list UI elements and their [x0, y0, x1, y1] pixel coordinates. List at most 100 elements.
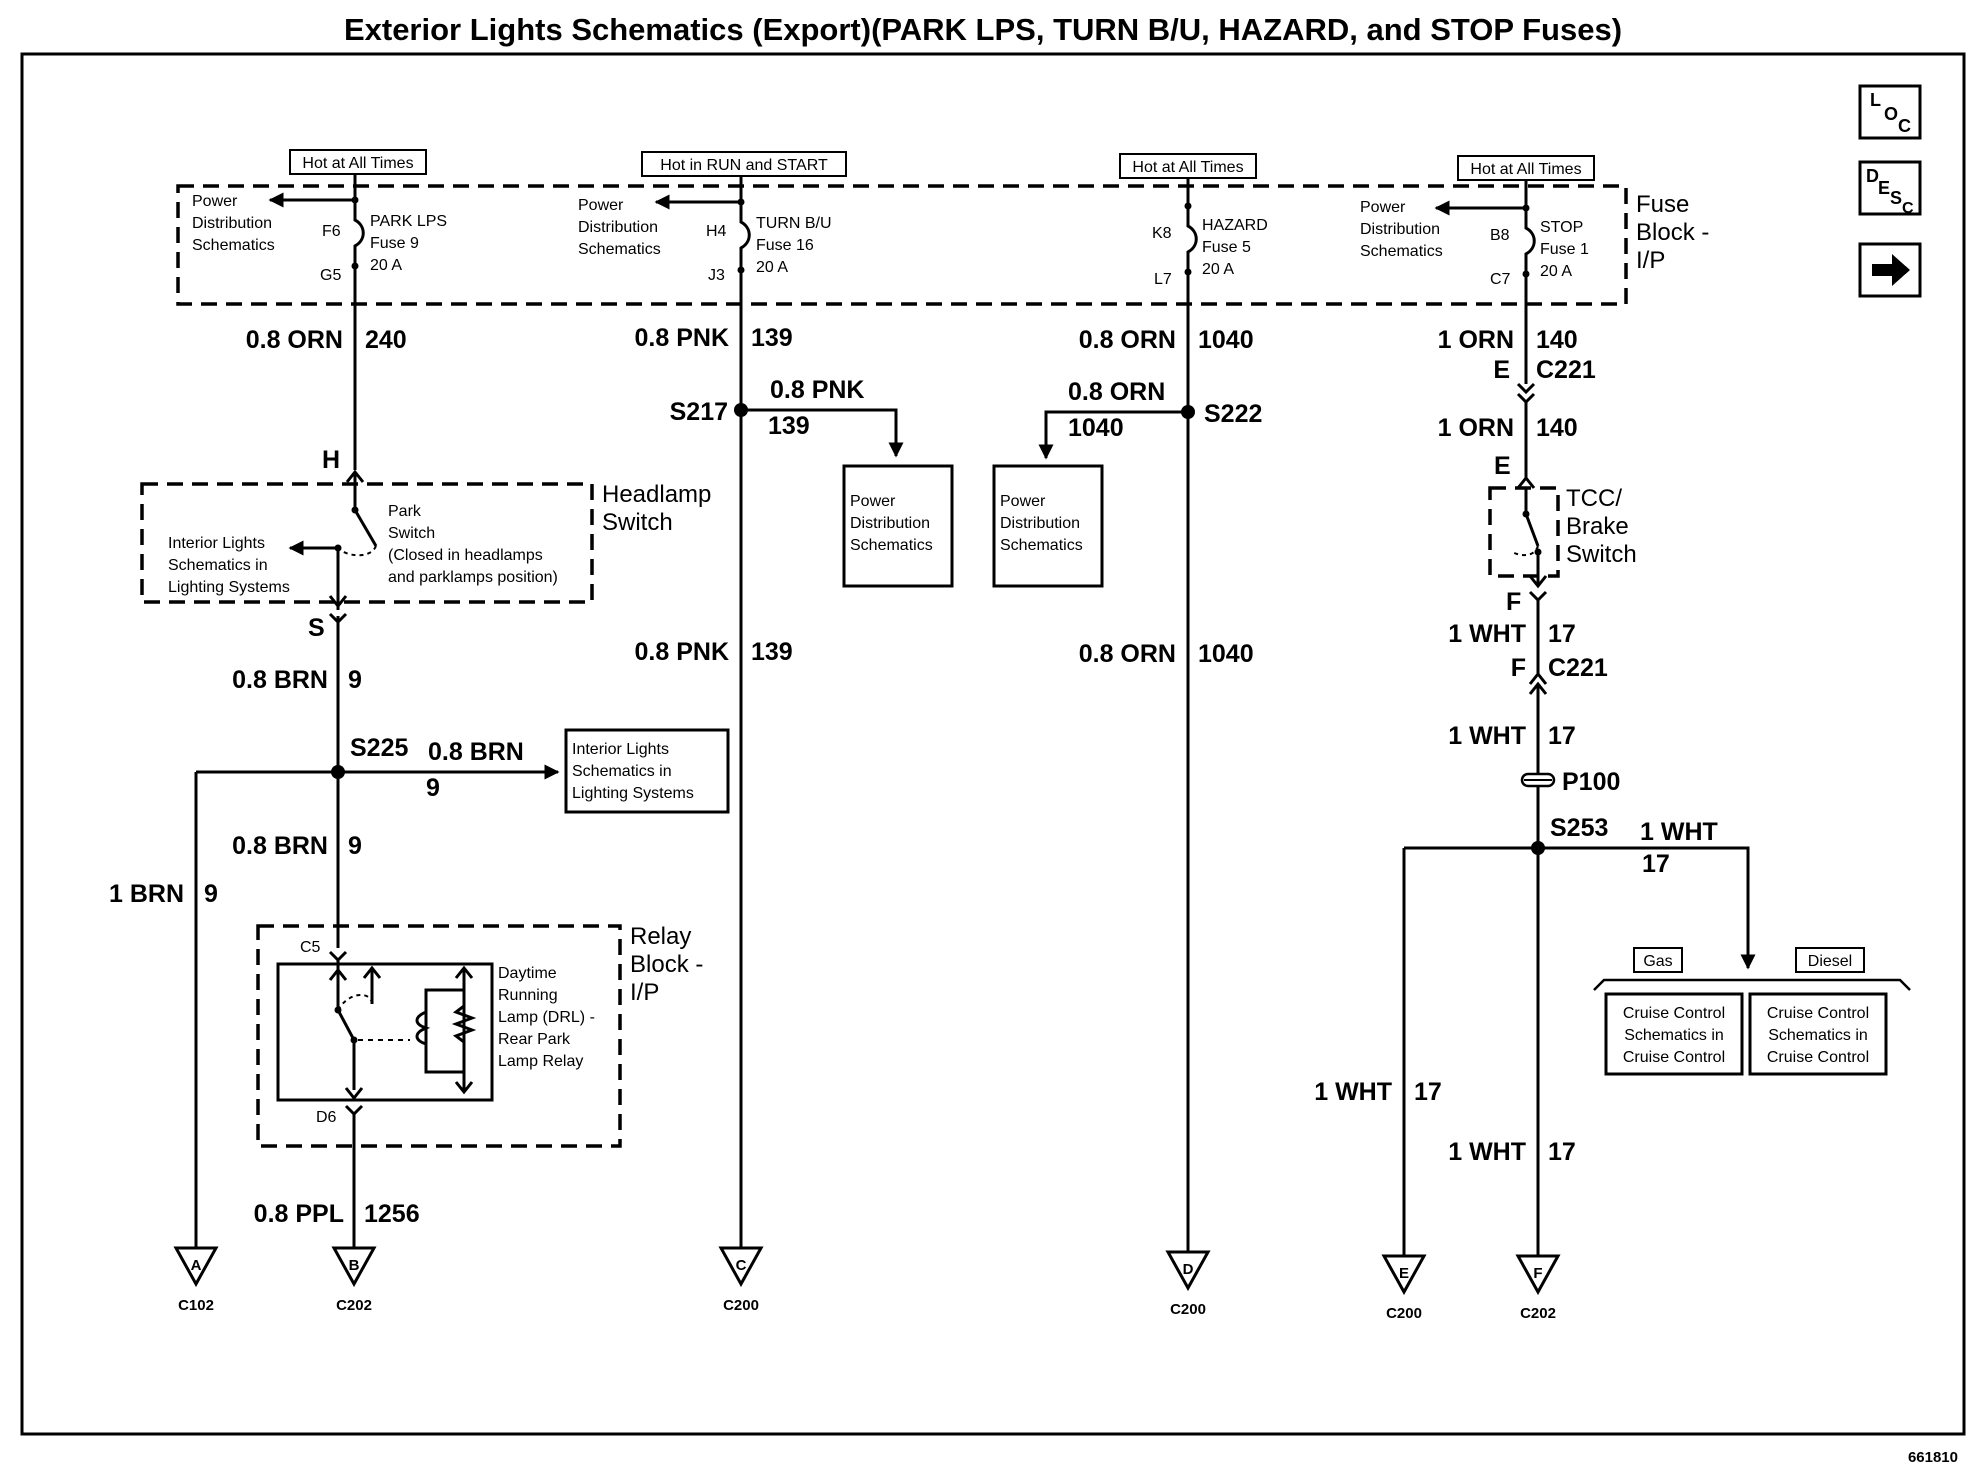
svg-text:Gas: Gas [1643, 953, 1672, 970]
svg-text:STOP: STOP [1540, 219, 1583, 236]
offpage-connector-id: C202 [1520, 1305, 1556, 1322]
svg-text:L: L [1870, 90, 1881, 110]
svg-text:Hot at All Times: Hot at All Times [302, 155, 413, 172]
svg-text:20 A: 20 A [1202, 261, 1234, 278]
diagram-frame [20, 52, 1966, 1436]
svg-text:TURN B/U: TURN B/U [756, 215, 832, 232]
offpage-connector-b[interactable]: B C202 [331, 1246, 377, 1314]
pin-d6: D6 [316, 1109, 337, 1126]
svg-text:1 WHT: 1 WHT [1448, 1138, 1526, 1166]
svg-text:Block -: Block - [630, 951, 703, 978]
svg-text:Cruise Control: Cruise Control [1767, 1005, 1869, 1022]
svg-text:HAZARD: HAZARD [1202, 217, 1268, 234]
svg-text:Schematics: Schematics [850, 537, 933, 554]
diesel-label: Diesel [1795, 947, 1865, 973]
offpage-letter: B [349, 1257, 360, 1274]
svg-text:C: C [1902, 200, 1914, 217]
svg-text:Fuse 9: Fuse 9 [370, 235, 419, 252]
loc-button[interactable]: L O C [1858, 84, 1922, 140]
svg-text:Power: Power [1360, 199, 1406, 216]
svg-text:O: O [1884, 104, 1898, 124]
next-page-button[interactable] [1858, 242, 1922, 298]
svg-text:F: F [1506, 588, 1521, 616]
p100-connector: P100 [1520, 768, 1620, 796]
svg-text:20 A: 20 A [1540, 263, 1572, 280]
tcc-brake-switch-label: TCC/ [1566, 485, 1622, 512]
svg-text:E: E [1494, 452, 1511, 480]
svg-text:E: E [1493, 356, 1510, 384]
svg-text:C7: C7 [1490, 271, 1511, 288]
svg-text:9: 9 [426, 774, 440, 802]
headlamp-switch-label: Headlamp [602, 481, 711, 508]
hot-label-stop: Hot at All Times [1457, 155, 1595, 181]
svg-text:140: 140 [1536, 326, 1578, 354]
svg-text:139: 139 [751, 324, 793, 352]
svg-text:F6: F6 [322, 223, 341, 240]
wire-label-139: 0.8 PNK [635, 324, 729, 352]
svg-text:1 WHT: 1 WHT [1314, 1078, 1392, 1106]
wire-label-9b: 1 BRN [109, 880, 184, 908]
wire-label-240: 0.8 ORN [246, 326, 343, 354]
svg-text:139: 139 [768, 412, 810, 440]
svg-text:K8: K8 [1152, 225, 1172, 242]
svg-text:Switch: Switch [388, 525, 435, 542]
gas-label: Gas [1633, 947, 1683, 973]
fuse-block-label: Fuse [1636, 191, 1689, 218]
hot-label-turn: Hot in RUN and START [641, 151, 847, 177]
svg-text:I/P: I/P [630, 979, 659, 1006]
fuse-stop: Power Distribution Schematics B8 C7 STOP… [1360, 199, 1589, 288]
fuse-hazard: K8 L7 HAZARD Fuse 5 20 A [1152, 202, 1268, 288]
svg-text:1040: 1040 [1068, 414, 1124, 442]
svg-text:Power: Power [1000, 493, 1046, 510]
svg-text:17: 17 [1548, 722, 1576, 750]
svg-text:Schematics: Schematics [192, 237, 275, 254]
svg-text:9: 9 [204, 880, 218, 908]
svg-text:I/P: I/P [1636, 247, 1665, 274]
svg-text:17: 17 [1548, 620, 1576, 648]
connector-c221-top: C221 [1536, 356, 1596, 384]
pds-box-hazard[interactable]: Power Distribution Schematics [992, 464, 1104, 588]
svg-text:1256: 1256 [364, 1200, 420, 1228]
svg-text:Interior Lights: Interior Lights [168, 535, 265, 552]
cruise-control-box-gas[interactable]: Cruise Control Schematics in Cruise Cont… [1604, 992, 1744, 1076]
offpage-connector-id: C202 [336, 1297, 372, 1314]
svg-text:1 ORN: 1 ORN [1438, 414, 1514, 442]
fuse-block-outline [176, 184, 1628, 306]
svg-text:0.8 BRN: 0.8 BRN [232, 832, 328, 860]
arrow-right-icon [1872, 254, 1910, 286]
pin-s: S [308, 614, 325, 642]
svg-text:Diesel: Diesel [1808, 953, 1852, 970]
svg-text:S217: S217 [670, 398, 728, 426]
offpage-letter: E [1399, 1265, 1409, 1282]
hot-label-hazard: Hot at All Times [1119, 153, 1257, 179]
svg-text:0.8 BRN: 0.8 BRN [428, 738, 524, 766]
interior-lights-box[interactable]: Interior Lights Schematics in Lighting S… [564, 728, 730, 814]
svg-text:S225: S225 [350, 734, 408, 762]
desc-button[interactable]: D E S C [1858, 160, 1922, 217]
svg-text:0.8 ORN: 0.8 ORN [1068, 378, 1165, 406]
svg-text:1 WHT: 1 WHT [1640, 818, 1718, 846]
svg-text:S222: S222 [1204, 400, 1262, 428]
hot-label-park: Hot at All Times [289, 149, 427, 175]
drl-relay [276, 962, 494, 1102]
svg-text:140: 140 [1536, 414, 1578, 442]
pds-box-turn[interactable]: Power Distribution Schematics [842, 464, 954, 588]
offpage-connector-e[interactable]: E C200 [1381, 1254, 1427, 1322]
svg-text:Switch: Switch [1566, 541, 1637, 568]
offpage-connector-id: C200 [1386, 1305, 1422, 1322]
fuse-turn: Power Distribution Schematics H4 J3 TURN… [578, 194, 832, 284]
tcc-brake-switch-outline [1488, 486, 1560, 578]
svg-text:240: 240 [365, 326, 407, 354]
cruise-control-box-diesel[interactable]: Cruise Control Schematics in Cruise Cont… [1748, 992, 1888, 1076]
svg-text:Switch: Switch [602, 509, 673, 536]
svg-text:Running: Running [498, 987, 558, 1004]
connector-c221-bottom: C221 [1548, 654, 1608, 682]
svg-text:17: 17 [1642, 850, 1670, 878]
figure-number: 661810 [1908, 1449, 1958, 1466]
